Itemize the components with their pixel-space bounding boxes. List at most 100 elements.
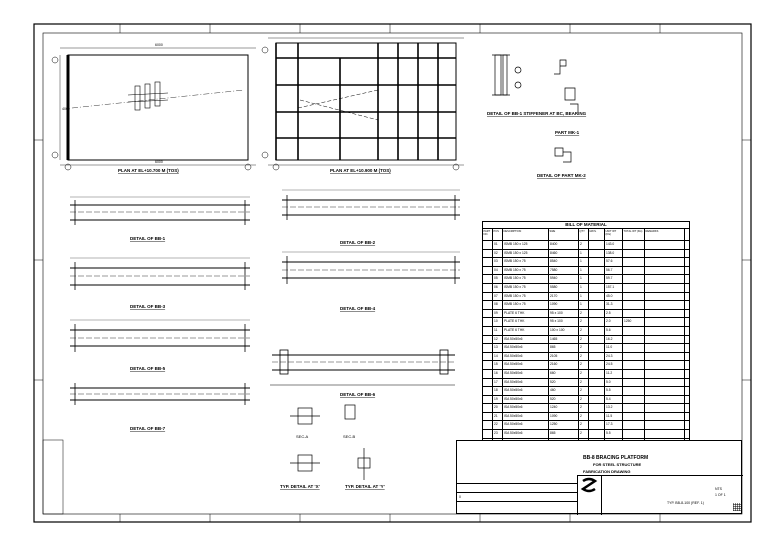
bom-cell: 2: [579, 404, 589, 412]
bom-cell: 2: [579, 361, 589, 369]
bom-cell: 95 x 100: [549, 318, 579, 326]
bom-cell: ISMB 150 x 75: [503, 258, 549, 266]
plan2-label: PLAN AT EL+10.900 M (TOS): [330, 168, 391, 173]
bom-cell: [645, 378, 685, 387]
bom-cell: [483, 412, 493, 421]
project-cell: BB-8 BRACING PLATFORM FOR STEEL STRUCTUR…: [577, 441, 743, 476]
typ-detail-y-label: TYP. DETAIL AT 'Y': [345, 484, 385, 489]
bom-cell: 5580: [549, 283, 579, 292]
bom-cell: 07: [493, 292, 503, 301]
bom-cell: [645, 395, 685, 404]
plan1-dim-top: 6000: [155, 43, 163, 47]
bom-cell: [483, 258, 493, 266]
bom-cell: ISA 50x50x6: [503, 430, 549, 438]
bom-cell: 01: [493, 241, 503, 249]
bom-cell: 16.2: [605, 335, 623, 344]
bom-cell: ISMB 150 x 75: [503, 292, 549, 301]
bom-cell: 1240: [549, 404, 579, 412]
bom-cell: 03: [493, 258, 503, 266]
bom-header-cell: DESCRIPTION: [503, 229, 549, 240]
bom-cell: [645, 412, 685, 421]
bom-header-cell: PART NO.: [483, 229, 493, 240]
grid-icon: [733, 503, 741, 511]
bom-cell: 11.0: [605, 344, 623, 352]
part-mk-label: PART MK-1: [555, 130, 580, 135]
bom-cell: ISA 50x50x6: [503, 369, 549, 378]
bom-cell: [483, 344, 493, 352]
bom-cell: 1: [579, 275, 589, 283]
bom-cell: 24.3: [605, 352, 623, 361]
bom-cell: ISA 50x50x6: [503, 378, 549, 387]
bb3-label: DETAIL OF BB-3: [130, 304, 166, 309]
bom-cell: ISA 50x50x6: [503, 361, 549, 369]
bom-cell: ISMB 150 x 75: [503, 283, 549, 292]
bom-cell: 2170: [549, 292, 579, 301]
bom-cell: [483, 335, 493, 344]
bom-cell: ISA 50x50x6: [503, 412, 549, 421]
bom-cell: 2: [579, 421, 589, 430]
bom-cell: [483, 326, 493, 335]
plan1-dim-bottom: 6000: [155, 160, 163, 164]
bom-cell: 2: [579, 352, 589, 361]
bom-cell: ISMB 150 x 75: [503, 275, 549, 283]
bom-cell: [645, 387, 685, 395]
bom-cell: ISMB 150 x 125: [503, 241, 549, 249]
bom-cell: [645, 301, 685, 309]
plan1-label: PLAN AT EL+10.700 M (TOS): [118, 168, 179, 173]
bom-cell: 09: [493, 309, 503, 318]
bom-header-cell: TOTAL WT (KG): [623, 229, 645, 240]
bom-cell: [645, 258, 685, 266]
bb4-label: DETAIL OF BB-4: [340, 306, 376, 311]
bom-cell: [623, 258, 645, 266]
bom-cell: [483, 361, 493, 369]
bom-cell: 31.3: [605, 301, 623, 309]
bb7-label: DETAIL OF BB-7: [130, 426, 166, 431]
stiffener-label: DETAIL OF BB-1 STIFFENER AT BC, BEARING: [487, 111, 587, 116]
bom-cell: [589, 361, 605, 369]
bom-cell: 8540: [549, 258, 579, 266]
bom-cell: [645, 369, 685, 378]
title-block: 0 BB-8 BRACING PLATFORM FOR STEEL STRUCT…: [456, 440, 743, 515]
bom-cell: 20: [493, 404, 503, 412]
bom-cell: 56.7: [605, 266, 623, 275]
bom-cell: [645, 318, 685, 326]
bom-cell: [623, 395, 645, 404]
bom-cell: [623, 309, 645, 318]
bom-cell: 13: [493, 344, 503, 352]
bom-cell: ISMB 150 x 75: [503, 266, 549, 275]
bom-cell: [483, 309, 493, 318]
bom-header-cell: REMARKS: [645, 229, 685, 240]
bom-cell: 1: [579, 301, 589, 309]
bom-cell: [483, 318, 493, 326]
bom-cell: [589, 352, 605, 361]
sec-a-label: SEC-A: [296, 434, 309, 439]
bom-cell: [589, 283, 605, 292]
elevation-bb1: [70, 196, 250, 225]
bb1-label: DETAIL OF BB-1: [130, 236, 166, 241]
bom-cell: [645, 266, 685, 275]
bom-cell: [645, 361, 685, 369]
bom-cell: [483, 292, 493, 301]
bom-cell: [483, 352, 493, 361]
bb2-label: DETAIL OF BB-2: [340, 240, 376, 245]
bom-cell: [645, 241, 685, 249]
bom-cell: 5.5: [605, 430, 623, 438]
bom-cell: 95 x 100: [549, 309, 579, 318]
bom-cell: [589, 258, 605, 266]
bom-cell: [589, 404, 605, 412]
zone-ticks: [34, 24, 751, 522]
bom-cell: 157.1: [605, 283, 623, 292]
bom-cell: 2: [579, 378, 589, 387]
bom-cell: PLATE 6 THK: [503, 318, 549, 326]
bom-cell: ISA 50x50x6: [503, 344, 549, 352]
bom-cell: [483, 275, 493, 283]
bom-cell: [623, 412, 645, 421]
